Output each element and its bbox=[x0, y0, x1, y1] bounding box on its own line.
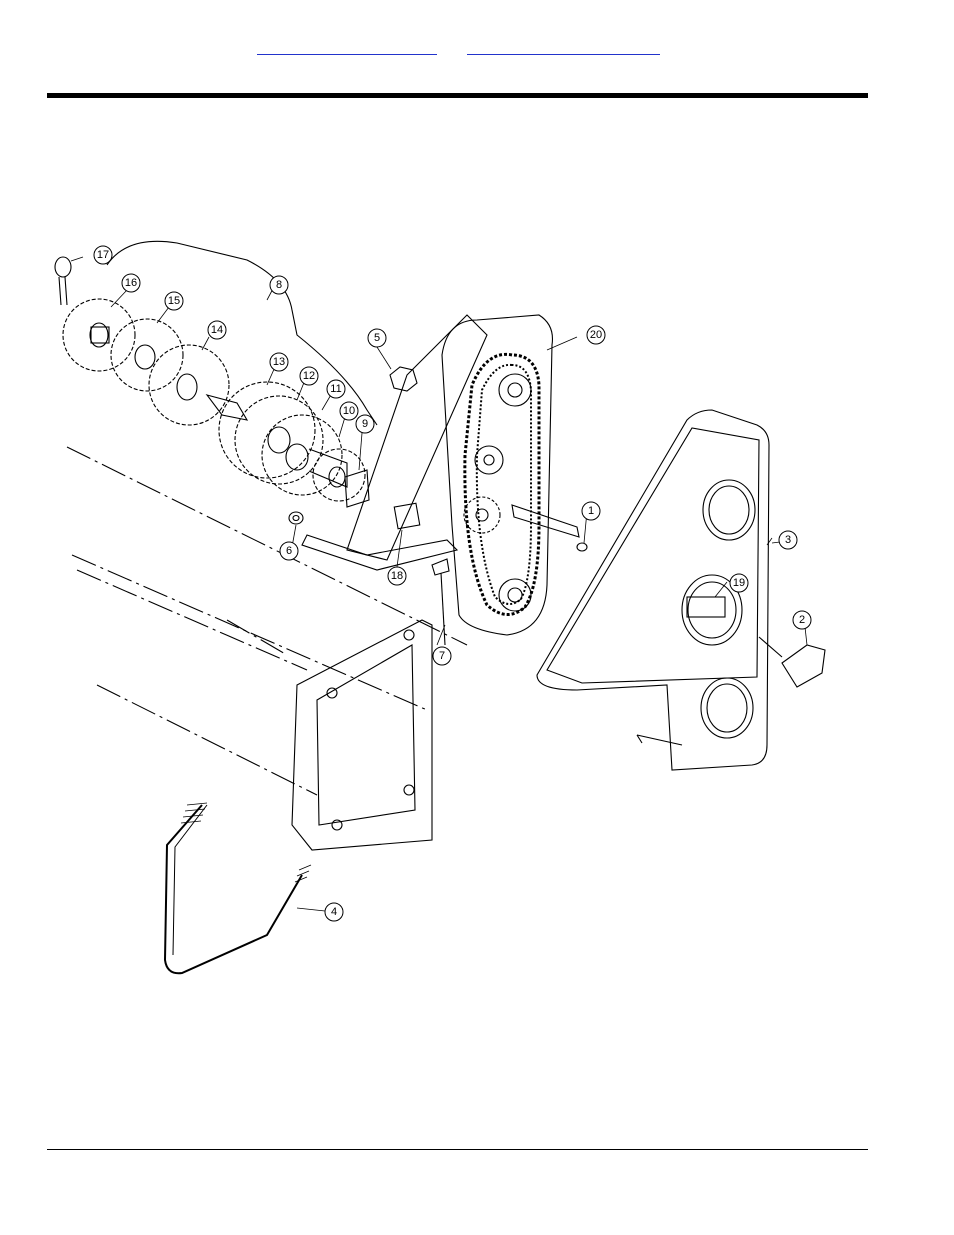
nut-1 bbox=[577, 543, 587, 551]
pin-17-ring bbox=[55, 257, 71, 277]
callout-label-17: 17 bbox=[97, 249, 109, 261]
knob-2 bbox=[782, 645, 825, 687]
decal-19 bbox=[687, 597, 725, 617]
callout-label-8: 8 bbox=[276, 279, 282, 291]
callout-label-10: 10 bbox=[343, 405, 355, 417]
sprocket-11 bbox=[262, 415, 347, 495]
callout-label-15: 15 bbox=[168, 295, 180, 307]
callout-label-12: 12 bbox=[303, 370, 315, 382]
exploded-view-drawing: 1 2 3 4 5 6 7 8 9 10 11 12 13 14 15 16 1… bbox=[47, 225, 837, 990]
cover-port-bottom bbox=[701, 678, 753, 738]
callout-label-11: 11 bbox=[330, 383, 341, 395]
parts-diagram: 1 2 3 4 5 6 7 8 9 10 11 12 13 14 15 16 1… bbox=[47, 225, 837, 990]
gasket-frame bbox=[292, 620, 432, 850]
nut-5 bbox=[390, 367, 417, 391]
sprocket-14 bbox=[149, 345, 229, 425]
callout-label-7: 7 bbox=[439, 650, 445, 662]
washer-6 bbox=[289, 512, 303, 524]
u-bolt-threads bbox=[181, 803, 311, 882]
callout-label-3: 3 bbox=[785, 534, 791, 546]
callout-label-1: 1 bbox=[588, 505, 594, 517]
header-link-2[interactable] bbox=[467, 40, 660, 55]
callout-label-6: 6 bbox=[286, 545, 292, 557]
callout-label-18: 18 bbox=[391, 570, 403, 582]
callout-label-2: 2 bbox=[799, 614, 805, 626]
shaft-pin bbox=[512, 505, 579, 537]
header-link-1[interactable] bbox=[257, 40, 437, 55]
sprocket-16 bbox=[63, 299, 135, 371]
u-bolt-4 bbox=[165, 805, 302, 973]
cover-port-top bbox=[703, 480, 755, 540]
header-rule bbox=[47, 93, 868, 98]
header-links bbox=[0, 40, 954, 60]
callout-label-20: 20 bbox=[590, 329, 602, 341]
callout-labels: 1 2 3 4 5 6 7 8 9 10 11 12 13 14 15 16 1… bbox=[97, 249, 805, 918]
plate-sprockets bbox=[464, 374, 531, 611]
sprocket-13 bbox=[219, 382, 315, 478]
sprocket-15 bbox=[111, 319, 183, 391]
callout-label-5: 5 bbox=[374, 332, 380, 344]
sprocket-plate-20 bbox=[442, 315, 552, 635]
callout-label-19: 19 bbox=[733, 577, 745, 589]
callout-label-16: 16 bbox=[125, 277, 137, 289]
callout-label-13: 13 bbox=[273, 356, 285, 368]
callout-label-9: 9 bbox=[362, 418, 368, 430]
footer-rule bbox=[47, 1149, 868, 1150]
callout-label-14: 14 bbox=[211, 324, 223, 336]
shaft-centerlines bbox=[67, 447, 467, 795]
callout-label-4: 4 bbox=[331, 906, 337, 918]
sprocket-10 bbox=[313, 449, 365, 501]
bolt-7-head bbox=[432, 559, 449, 575]
leader-lines bbox=[71, 257, 807, 911]
